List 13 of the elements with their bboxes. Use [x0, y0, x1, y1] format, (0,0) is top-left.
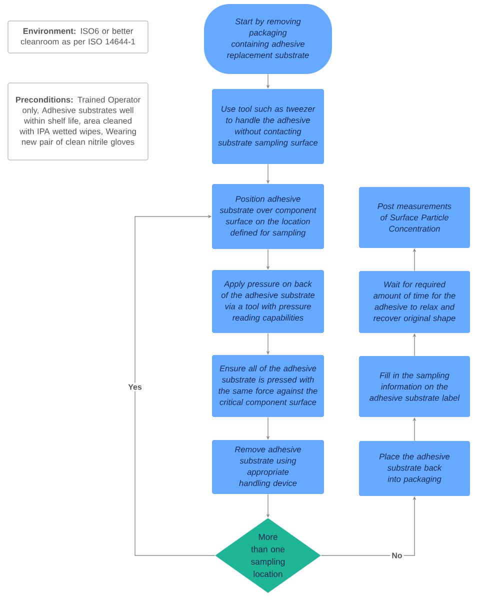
process-box: Position adhesive substrate over component surface on the location defined for sampling: [212, 184, 324, 249]
note-box: Environment: ISO6 or better cleanroom as per ISO 14644-1: [8, 20, 148, 54]
process-box: Apply pressure on back of the adhesive substrate via a tool with pressure reading capabilities: [212, 270, 324, 333]
arrow: [134, 214, 216, 556]
process-box: Ensure all of the adhesive substrate is pressed with the same force against the critical component surface: [212, 355, 324, 417]
process-box: Remove adhesive substrate using appropriate handling device: [212, 440, 324, 494]
process-box: Fill in the sampling information on the adhesive substrate label: [359, 356, 470, 417]
process-box: Place the adhesive substrate back into packaging: [359, 441, 470, 496]
start-terminal: Start by removing packaging containing adhesive replacement substrate: [204, 4, 332, 74]
process-box: Wait for required amount of time for the adhesive to relax and recover original shape: [359, 271, 470, 333]
process-box: Use tool such as tweezer to handle the adhesive without contacting substrate sampling surface: [212, 89, 324, 164]
note-box: Preconditions: Trained Operator only, Adhesive substrates well within shelf life, area cleaned with IPA wetted wipes, Wearing new pair of clean nitrile gloves: [8, 82, 148, 160]
process-box: Post measurements of Surface Particle Concentration: [359, 187, 470, 248]
